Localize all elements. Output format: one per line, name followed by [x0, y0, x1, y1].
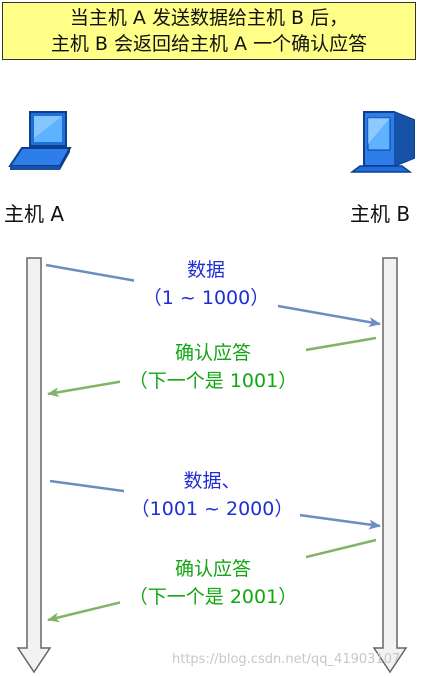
- lifeline-host-a: [16, 257, 52, 674]
- desktop-computer-icon: [349, 111, 415, 173]
- data-label-1: 数据 （1 ~ 1000）: [134, 256, 278, 312]
- ack-label-2-next: （下一个是 2001）: [128, 586, 298, 608]
- data-label-2: 数据、 （1001 ~ 2000）: [124, 467, 300, 523]
- host-b-label: 主机 B: [350, 202, 411, 226]
- host-a-label: 主机 A: [4, 202, 65, 226]
- data-label-1-range: （1 ~ 1000）: [142, 287, 270, 309]
- header-line-2: 主机 B 会返回给主机 A 一个确认应答: [50, 33, 368, 55]
- watermark: https://blog.csdn.net/qq_41903107: [172, 652, 401, 667]
- header-line-1: 当主机 A 发送数据给主机 B 后，: [69, 7, 349, 29]
- data-label-1-title: 数据: [186, 259, 225, 281]
- header-banner: 当主机 A 发送数据给主机 B 后， 主机 B 会返回给主机 A 一个确认应答: [2, 2, 416, 60]
- ack-label-1-next: （下一个是 1001）: [128, 370, 298, 392]
- ack-label-1: 确认应答 （下一个是 1001）: [120, 339, 306, 395]
- lifeline-host-b: [372, 257, 408, 674]
- data-label-2-title: 数据、: [183, 470, 241, 492]
- ack-label-2: 确认应答 （下一个是 2001）: [120, 555, 306, 611]
- ack-label-1-title: 确认应答: [174, 342, 251, 364]
- data-label-2-range: （1001 ~ 2000）: [130, 498, 294, 520]
- laptop-icon: [8, 111, 72, 170]
- ack-label-2-title: 确认应答: [174, 558, 251, 580]
